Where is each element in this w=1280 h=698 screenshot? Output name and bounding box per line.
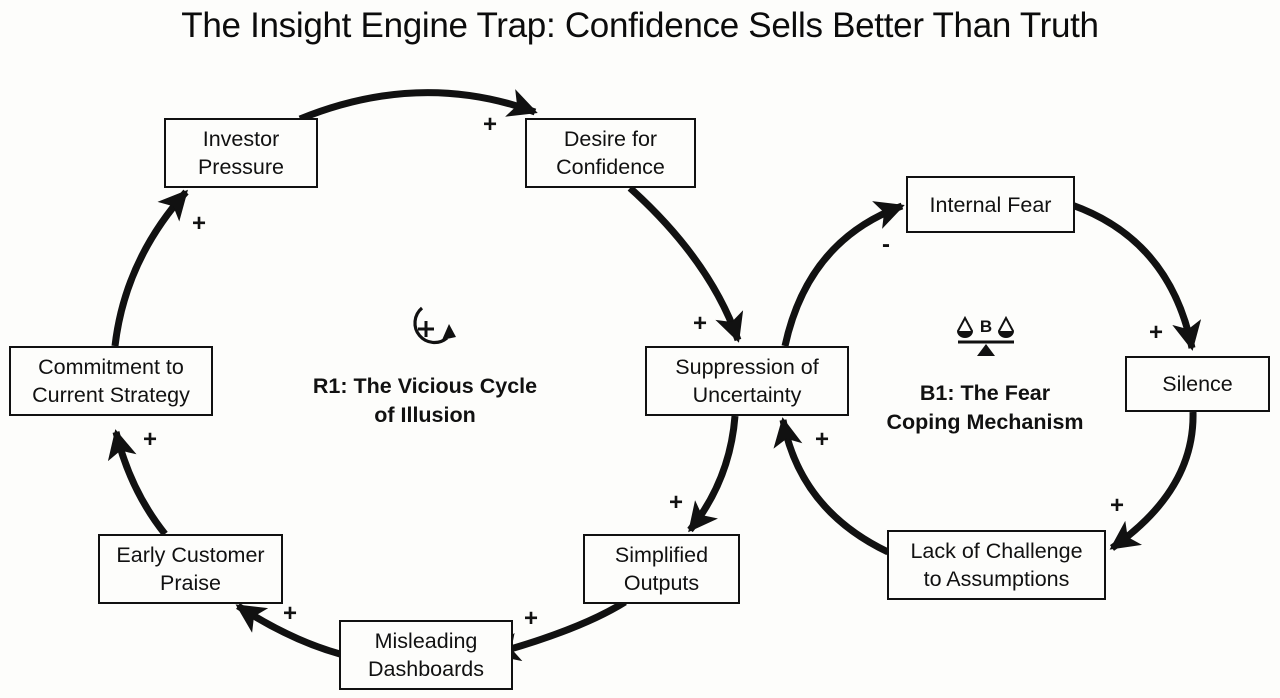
arrow-desire-to-suppression xyxy=(627,185,744,343)
node-misleading-dashboards[interactable]: Misleading Dashboards xyxy=(339,620,513,690)
arrow-suppression-to-simplified xyxy=(687,415,739,533)
arrow-misleading-to-praise xyxy=(235,603,341,658)
arrow-investor-to-desire xyxy=(298,89,538,123)
balance-scale-icon: B xyxy=(956,315,1015,356)
polarity-desire-to-suppression: + xyxy=(692,310,708,337)
node-desire-for-confidence[interactable]: Desire for Confidence xyxy=(525,118,696,188)
arrow-praise-to-commitment xyxy=(107,429,168,537)
arrow-suppression-to-fear xyxy=(781,201,905,347)
node-suppression-of-uncertainty[interactable]: Suppression of Uncertainty xyxy=(645,346,849,416)
polarity-suppression-to-simplified: + xyxy=(668,489,684,516)
node-internal-fear[interactable]: Internal Fear xyxy=(906,176,1075,233)
polarity-commitment-to-investor: + xyxy=(191,210,207,237)
polarity-misleading-to-praise: + xyxy=(282,600,298,627)
polarity-praise-to-commitment: + xyxy=(142,426,158,453)
loop-label-b1: B1: The Fear Coping Mechanism xyxy=(886,381,1084,434)
polarity-investor-to-desire: + xyxy=(482,111,498,138)
reinforcing-loop-icon xyxy=(413,306,456,345)
loop-label-r1: R1: The Vicious Cycle of Illusion xyxy=(312,374,538,427)
node-silence[interactable]: Silence xyxy=(1125,356,1270,412)
polarity-suppression-to-fear: - xyxy=(882,231,890,258)
diagram-title: The Insight Engine Trap: Confidence Sell… xyxy=(181,6,1099,45)
node-investor-pressure[interactable]: Investor Pressure xyxy=(164,118,318,188)
polarity-lack-to-suppression: + xyxy=(814,426,830,453)
node-commitment-to-current-strategy[interactable]: Commitment to Current Strategy xyxy=(9,346,213,416)
balance-scale-letter: B xyxy=(980,317,992,336)
arrow-fear-to-silence xyxy=(1070,201,1202,351)
polarity-fear-to-silence: + xyxy=(1148,319,1164,346)
node-early-customer-praise[interactable]: Early Customer Praise xyxy=(98,534,283,604)
arrow-commitment-to-investor xyxy=(111,189,189,347)
polarity-silence-to-lack: + xyxy=(1109,492,1125,519)
node-lack-of-challenge-to-assumptions[interactable]: Lack of Challenge to Assumptions xyxy=(887,530,1106,600)
polarity-simplified-to-misleading: + xyxy=(523,605,539,632)
arrow-lack-to-suppression xyxy=(773,417,890,556)
arrow-silence-to-lack xyxy=(1109,411,1197,551)
node-simplified-outputs[interactable]: Simplified Outputs xyxy=(583,534,740,604)
